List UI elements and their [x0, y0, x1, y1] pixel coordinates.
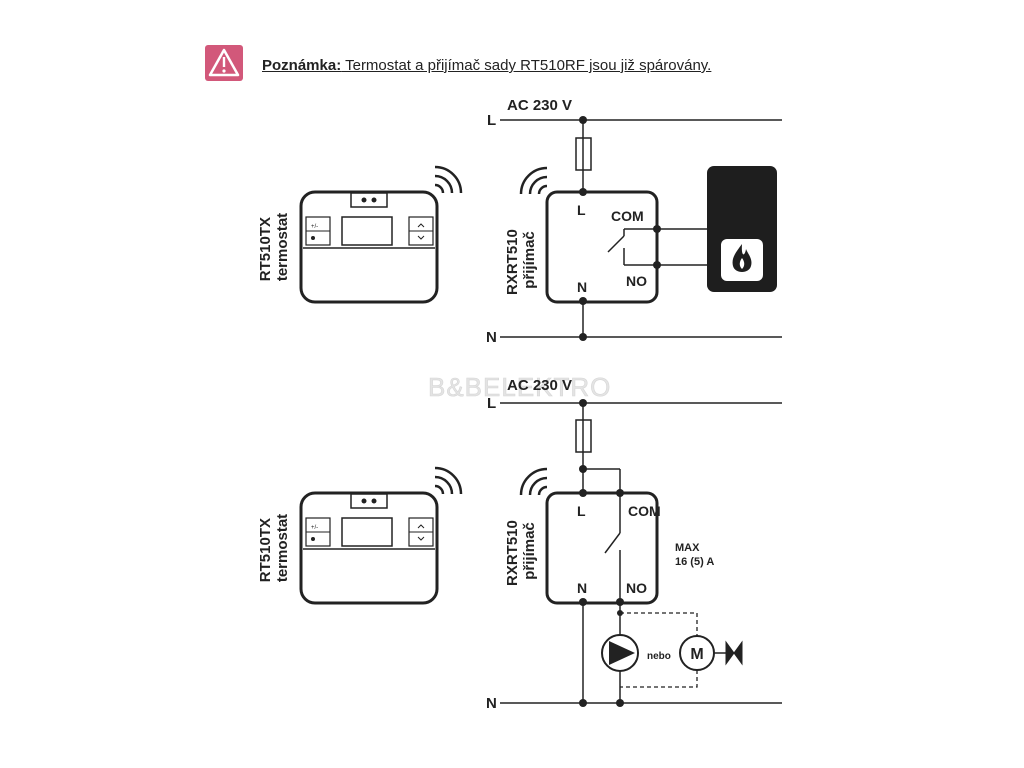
wireless-signal-icon [434, 165, 463, 194]
bottom-diagram: +/- RT510TX termostat AC 230 V L N [257, 377, 782, 712]
receiver-model: RXRT510 [504, 229, 521, 295]
svg-text:+/-: +/- [311, 224, 318, 230]
thermostat-caption: termostat [274, 514, 291, 582]
receiver-device [545, 489, 659, 606]
thermostat-model: RT510TX [257, 217, 274, 281]
receiver-term-n: N [577, 279, 587, 295]
receiver-term-n: N [577, 580, 587, 596]
receiver-caption: přijímač [521, 522, 538, 580]
supply-label: AC 230 V [507, 377, 572, 394]
rating-current: 16 (5) A [675, 556, 714, 568]
receiver-caption: přijímač [521, 231, 538, 289]
note-banner: Poznámka: Termostat a přijímač sady RT51… [205, 45, 725, 85]
motor-label: M [690, 646, 703, 663]
wireless-signal-icon [434, 466, 463, 495]
svg-text:RXRT510 přijímač: RXRT510 přijímač [504, 225, 538, 295]
or-label: nebo [647, 651, 671, 662]
receiver-model: RXRT510 [504, 520, 521, 586]
neutral-label: N [486, 329, 497, 346]
neutral-label: N [486, 695, 497, 712]
thermostat-model: RT510TX [257, 518, 274, 582]
receiver-term-l: L [577, 503, 586, 519]
thermostat-caption: termostat [274, 213, 291, 281]
receiver-term-no: NO [626, 580, 647, 596]
thermostat-device: +/- [299, 190, 439, 304]
warning-icon [205, 45, 243, 81]
svg-text:+/-: +/- [311, 525, 318, 531]
receiver-device [545, 188, 661, 305]
svg-text:RT510TX termostat: RT510TX termostat [257, 213, 291, 281]
wireless-signal-icon [519, 166, 548, 195]
valve-icon [725, 640, 743, 666]
svg-text:RT510TX termostat: RT510TX termostat [257, 514, 291, 582]
top-diagram: +/- RT510TX termostat AC 230 V L N [257, 97, 782, 346]
note-label: Poznámka: [262, 57, 342, 74]
flame-icon [732, 244, 752, 272]
receiver-term-l: L [577, 202, 586, 218]
live-label: L [487, 112, 496, 129]
receiver-term-no: NO [626, 273, 647, 289]
boiler [707, 166, 777, 292]
note-text: Poznámka: Termostat a přijímač sady RT51… [262, 57, 711, 74]
note-body: Termostat a přijímač sady RT510RF jsou j… [341, 57, 712, 74]
watermark: B&BELEKTRO [428, 372, 611, 402]
rating-max: MAX [675, 542, 700, 554]
pump-icon [601, 634, 639, 672]
svg-text:RXRT510 přijímač: RXRT510 přijímač [504, 516, 538, 586]
live-label: L [487, 395, 496, 412]
supply-label: AC 230 V [507, 97, 572, 114]
thermostat-device: +/- [299, 491, 439, 605]
wireless-signal-icon [519, 467, 548, 496]
receiver-term-com: COM [611, 208, 644, 224]
receiver-term-com: COM [628, 503, 661, 519]
